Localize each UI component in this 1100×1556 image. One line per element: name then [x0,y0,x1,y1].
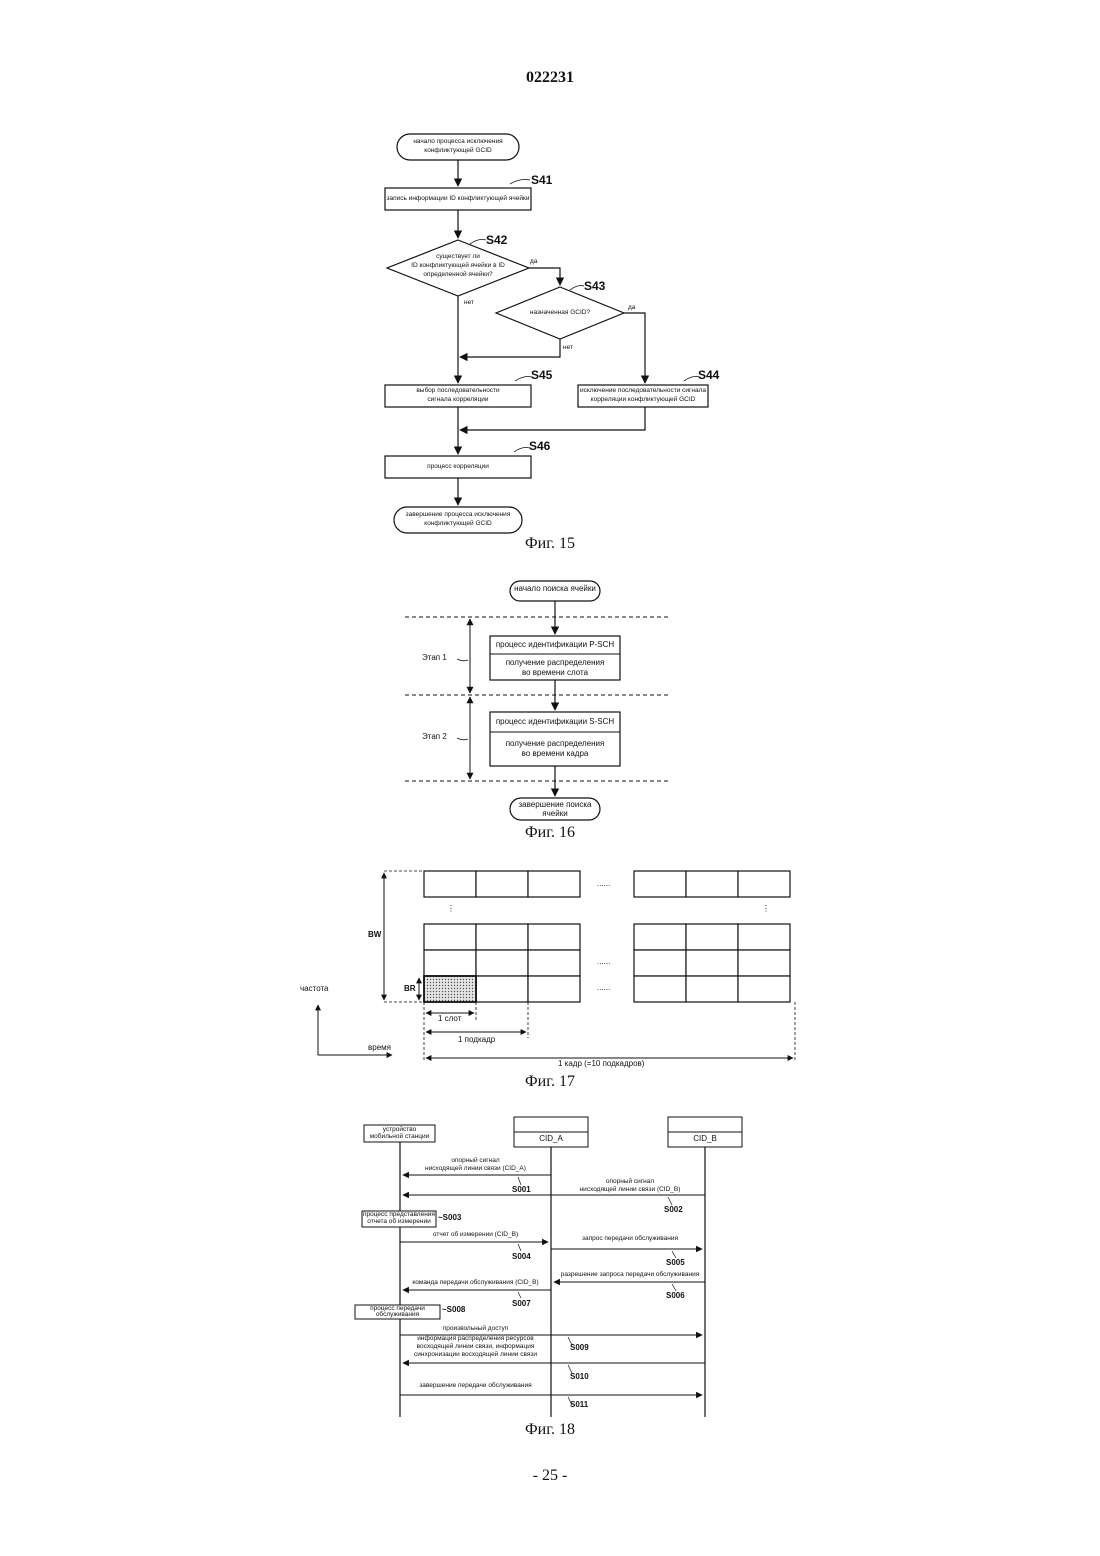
fig18-s011: S011 [570,1401,588,1409]
fig15-s43-label: S43 [584,280,605,292]
fig18-msg2-line2: нисходящей линии связи (CID_B) [555,1187,705,1194]
fig17-time-label: время [368,1044,391,1052]
fig15-s43-no: нет [563,345,573,352]
fig18-s004: S004 [512,1253,531,1261]
fig17-slot-label: 1 слот [438,1015,461,1023]
fig18-caption: Фиг. 18 [450,1422,650,1438]
fig16-stage1-body1: получение распределения [490,659,620,667]
fig16-stage1-body2: во времени слота [490,669,620,677]
fig16-stage1-label: Этап 1 [422,654,447,662]
fig18-msg4: отчет об измерении (CID_B) [400,1232,551,1239]
fig18-msg11: завершение передачи обслуживания [400,1383,551,1390]
fig15-s46-text: процесс корреляции [385,464,531,471]
fig15-diagram [0,0,1100,560]
fig16-stage1-title: процесс идентификации P-SCH [490,641,620,649]
fig16-stage2-body2: во времени кадра [490,750,620,758]
fig15-caption: Фиг. 15 [450,536,650,552]
fig15-s42-line3: определенной ячейки? [387,272,529,279]
fig15-s44-line1: исключение последовательности сигнала [578,388,708,395]
fig15-s44-label: S44 [698,369,719,381]
fig17-vdots-right: ⋮ [762,905,770,913]
fig18-cid-a: CID_A [514,1135,588,1143]
fig18-diagram [0,1105,1100,1425]
fig15-s42-label: S42 [486,234,507,246]
fig18-s003: ~S003 [438,1214,461,1222]
fig18-msg1-line1: опорный сигнал [400,1158,551,1165]
fig17-frame-label: 1 кадр (=10 подкадров) [558,1060,644,1068]
fig18-s010: S010 [570,1373,589,1381]
fig18-cid-b: CID_B [668,1135,742,1143]
fig15-s46-label: S46 [529,440,550,452]
fig15-s44-line2: корреляции конфликтующей GCID [578,397,708,404]
fig16-end-line1: завершение поиска [510,801,600,809]
fig15-s43-yes: да [628,305,635,312]
fig15-s41-text: запись информации ID конфликтующей ячейк… [385,196,531,203]
fig16-stage2-body1: получение распределения [490,740,620,748]
fig18-msg10-line2: восходящей линии связи, информация [400,1344,551,1351]
fig17-diagram [0,855,1100,1085]
fig15-s45-label: S45 [531,369,552,381]
fig18-msg6: разрешение запроса передачи обслуживания [553,1272,707,1279]
fig18-proc8-line2: обслуживания [355,1312,440,1319]
fig17-caption: Фиг. 17 [450,1074,650,1090]
fig18-msg9: произвольный доступ [400,1326,551,1333]
fig18-s008: ~S008 [442,1306,465,1314]
fig18-msg5: запрос передачи обслуживания [555,1236,705,1243]
fig15-s41-label: S41 [531,174,552,186]
fig15-s43-text: назначенная GCID? [496,310,624,317]
fig17-bw-label: BW [368,931,381,939]
fig18-msg10-line1: информация распределения ресурсов [400,1336,551,1343]
fig15-s45-line2: сигнала корреляции [385,397,531,404]
fig18-s002: S002 [664,1206,683,1214]
fig18-s007: S007 [512,1300,531,1308]
fig15-s42-line2: ID конфликтующей ячейки в ID [387,263,529,270]
fig18-s001: S001 [512,1186,531,1194]
fig18-msg10-line3: синхронизации восходящей линии связи [400,1352,551,1359]
fig17-subframe-label: 1 подкадр [458,1036,495,1044]
fig15-s42-yes: да [530,259,537,266]
fig15-start-line2: конфликтующей GCID [397,148,519,155]
fig16-end-line2: ячейки [510,810,600,818]
fig15-start-line1: начало процесса исключения [397,139,519,146]
fig18-proc3-line2: отчета об измерении [362,1219,436,1226]
fig15-s42-no: нет [464,300,474,307]
fig18-mobile-line2: мобильной станции [364,1134,435,1141]
fig18-s005: S005 [666,1259,685,1267]
fig18-msg2-line1: опорный сигнал [555,1179,705,1186]
fig16-caption: Фиг. 16 [450,825,650,841]
fig17-hdots-mid: ...... [597,958,610,966]
fig15-s42-line1: существует ли [387,254,529,261]
fig17-hdots-top: ...... [597,880,610,888]
page-number: - 25 - [0,1468,1100,1484]
fig18-msg7: команда передачи обслуживания (CID_B) [400,1280,551,1287]
fig17-freq-label: частота [300,985,329,993]
fig16-start-text: начало поиска ячейки [510,585,600,593]
fig17-vdots-left: ⋮ [447,905,455,913]
fig17-resource-block [424,976,476,1002]
fig18-s009: S009 [570,1344,589,1352]
fig16-stage2-label: Этап 2 [422,733,447,741]
fig17-br-label: BR [404,985,416,993]
fig18-s006: S006 [666,1292,685,1300]
fig16-stage2-title: процесс идентификации S-SCH [490,718,620,726]
fig15-s45-line1: выбор последовательности [385,388,531,395]
fig18-msg1-line2: нисходящей линии связи (CID_A) [400,1166,551,1173]
fig15-end-line2: конфликтующей GCID [394,521,522,528]
fig17-hdots-low: ...... [597,984,610,992]
fig15-end-line1: завершение процесса исключения [394,512,522,519]
